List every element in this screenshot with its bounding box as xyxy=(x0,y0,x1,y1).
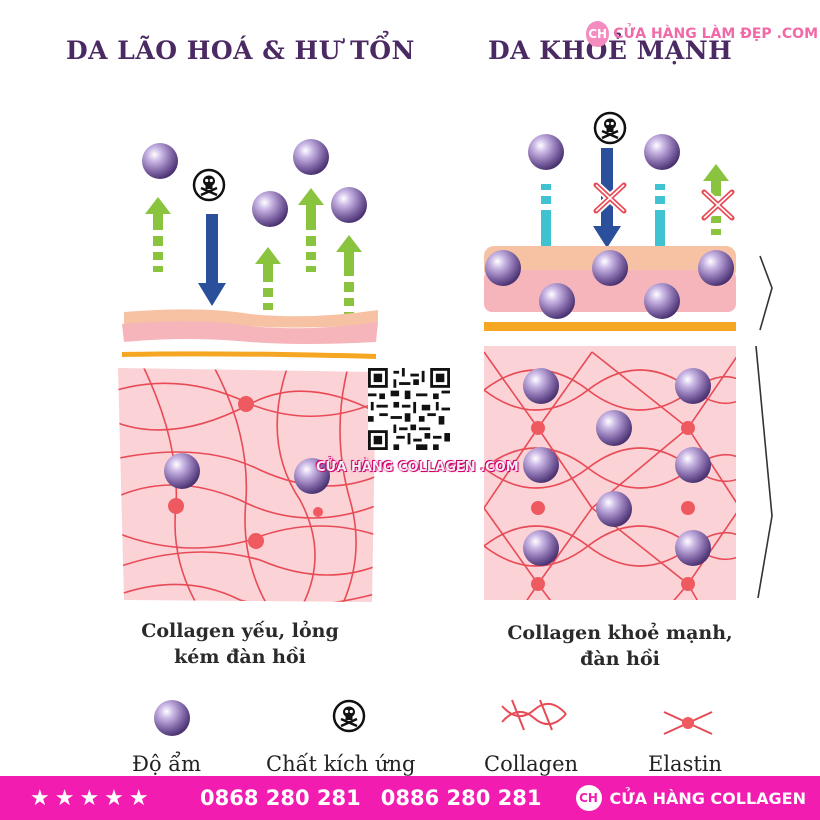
elastin-node xyxy=(531,577,545,591)
epidermis-layer xyxy=(122,321,378,344)
moisture-sphere xyxy=(675,530,711,566)
moisture-sphere xyxy=(523,368,559,404)
legend-moisture-icon xyxy=(154,700,190,736)
moisture-loss-arrow xyxy=(145,197,171,272)
phone-number-1[interactable]: 0868 280 281 xyxy=(200,786,361,810)
qr-code-icon xyxy=(368,368,450,450)
moisture-sphere xyxy=(331,187,367,223)
basement-membrane xyxy=(484,322,736,331)
stratum-corneum-layer xyxy=(124,309,378,328)
moisture-sphere xyxy=(698,250,734,286)
rating-stars-icon: ★★★★★ xyxy=(30,785,154,811)
moisture-sphere xyxy=(539,283,575,319)
caption-line: Collagen khoẻ mạnh, xyxy=(507,622,733,644)
caption-line: đàn hồi xyxy=(580,648,660,670)
elastin-node xyxy=(248,533,264,549)
legend-elastin-label: Elastin xyxy=(648,752,723,776)
elastin-node xyxy=(681,421,695,435)
skull-icon xyxy=(192,168,226,202)
moisture-sphere xyxy=(523,530,559,566)
aged-skin-caption: Collagen yếu, lỏng kém đàn hồi xyxy=(120,618,360,670)
moisture-sphere xyxy=(142,143,178,179)
brand-logo-icon: CH xyxy=(586,21,610,47)
top-watermark-text: CỬA HÀNG LÀM ĐẸP .COM xyxy=(613,26,818,42)
moisture-sphere xyxy=(644,134,680,170)
healthy-skin-panel xyxy=(484,111,773,600)
moisture-sphere xyxy=(485,250,521,286)
elastin-node xyxy=(168,498,184,514)
legend-irritant-label: Chất kích ứng xyxy=(266,752,416,776)
elastin-node xyxy=(681,577,695,591)
healthy-skin-caption: Collagen khoẻ mạnh, đàn hồi xyxy=(480,620,760,672)
legend-collagen-icon xyxy=(501,699,567,731)
moisture-sphere xyxy=(644,283,680,319)
elastin-node xyxy=(313,507,323,517)
elastin-node xyxy=(681,501,695,515)
brand-logo-icon: CH xyxy=(575,785,602,811)
moisture-sphere xyxy=(592,250,628,286)
healthy-skin-title: DA KHOẺ MẠNH xyxy=(488,36,733,65)
elastin-node xyxy=(238,396,254,412)
footer-brand-text: CỬA HÀNG COLLAGEN xyxy=(609,788,807,808)
moisture-loss-arrow xyxy=(255,247,281,321)
irritant-entry-arrow xyxy=(198,214,226,306)
middle-watermark: CỬA HÀNG COLLAGEN .COM xyxy=(316,460,519,475)
aged-skin-panel xyxy=(118,139,378,602)
legend-skull-icon xyxy=(332,699,366,733)
caption-line: kém đàn hồi xyxy=(174,646,306,668)
moisture-sphere xyxy=(293,139,329,175)
moisture-sphere xyxy=(252,191,288,227)
moisture-sphere xyxy=(675,368,711,404)
moisture-sphere xyxy=(294,458,330,494)
moisture-sphere xyxy=(528,134,564,170)
moisture-loss-arrow xyxy=(298,188,324,272)
contact-footer-bar: ★★★★★ 0868 280 281 0886 280 281 CH CỬA H… xyxy=(0,776,820,820)
basement-membrane xyxy=(122,351,376,359)
dermis-bracket xyxy=(755,345,773,599)
aged-skin-title: DA LÃO HOÁ & HƯ TỔN xyxy=(66,36,415,65)
caption-line: Collagen yếu, lỏng xyxy=(141,620,339,642)
legend-collagen-label: Collagen xyxy=(484,752,579,776)
legend-moisture-label: Độ ẩm xyxy=(132,752,202,776)
moisture-sphere xyxy=(523,447,559,483)
moisture-sphere xyxy=(164,453,200,489)
elastin-node xyxy=(531,501,545,515)
moisture-loss-arrow xyxy=(336,235,362,318)
moisture-sphere xyxy=(675,447,711,483)
epidermis-bracket xyxy=(759,255,773,331)
footer-brand: CH CỬA HÀNG COLLAGEN xyxy=(575,785,807,811)
legend-elastin-icon xyxy=(663,711,713,735)
skull-icon xyxy=(593,111,627,145)
phone-number-2[interactable]: 0886 280 281 xyxy=(380,786,542,810)
moisture-sphere xyxy=(596,491,632,527)
top-watermark: CH CỬA HÀNG LÀM ĐẸP .COM xyxy=(586,16,818,52)
elastin-node xyxy=(531,421,545,435)
moisture-sphere xyxy=(596,410,632,446)
